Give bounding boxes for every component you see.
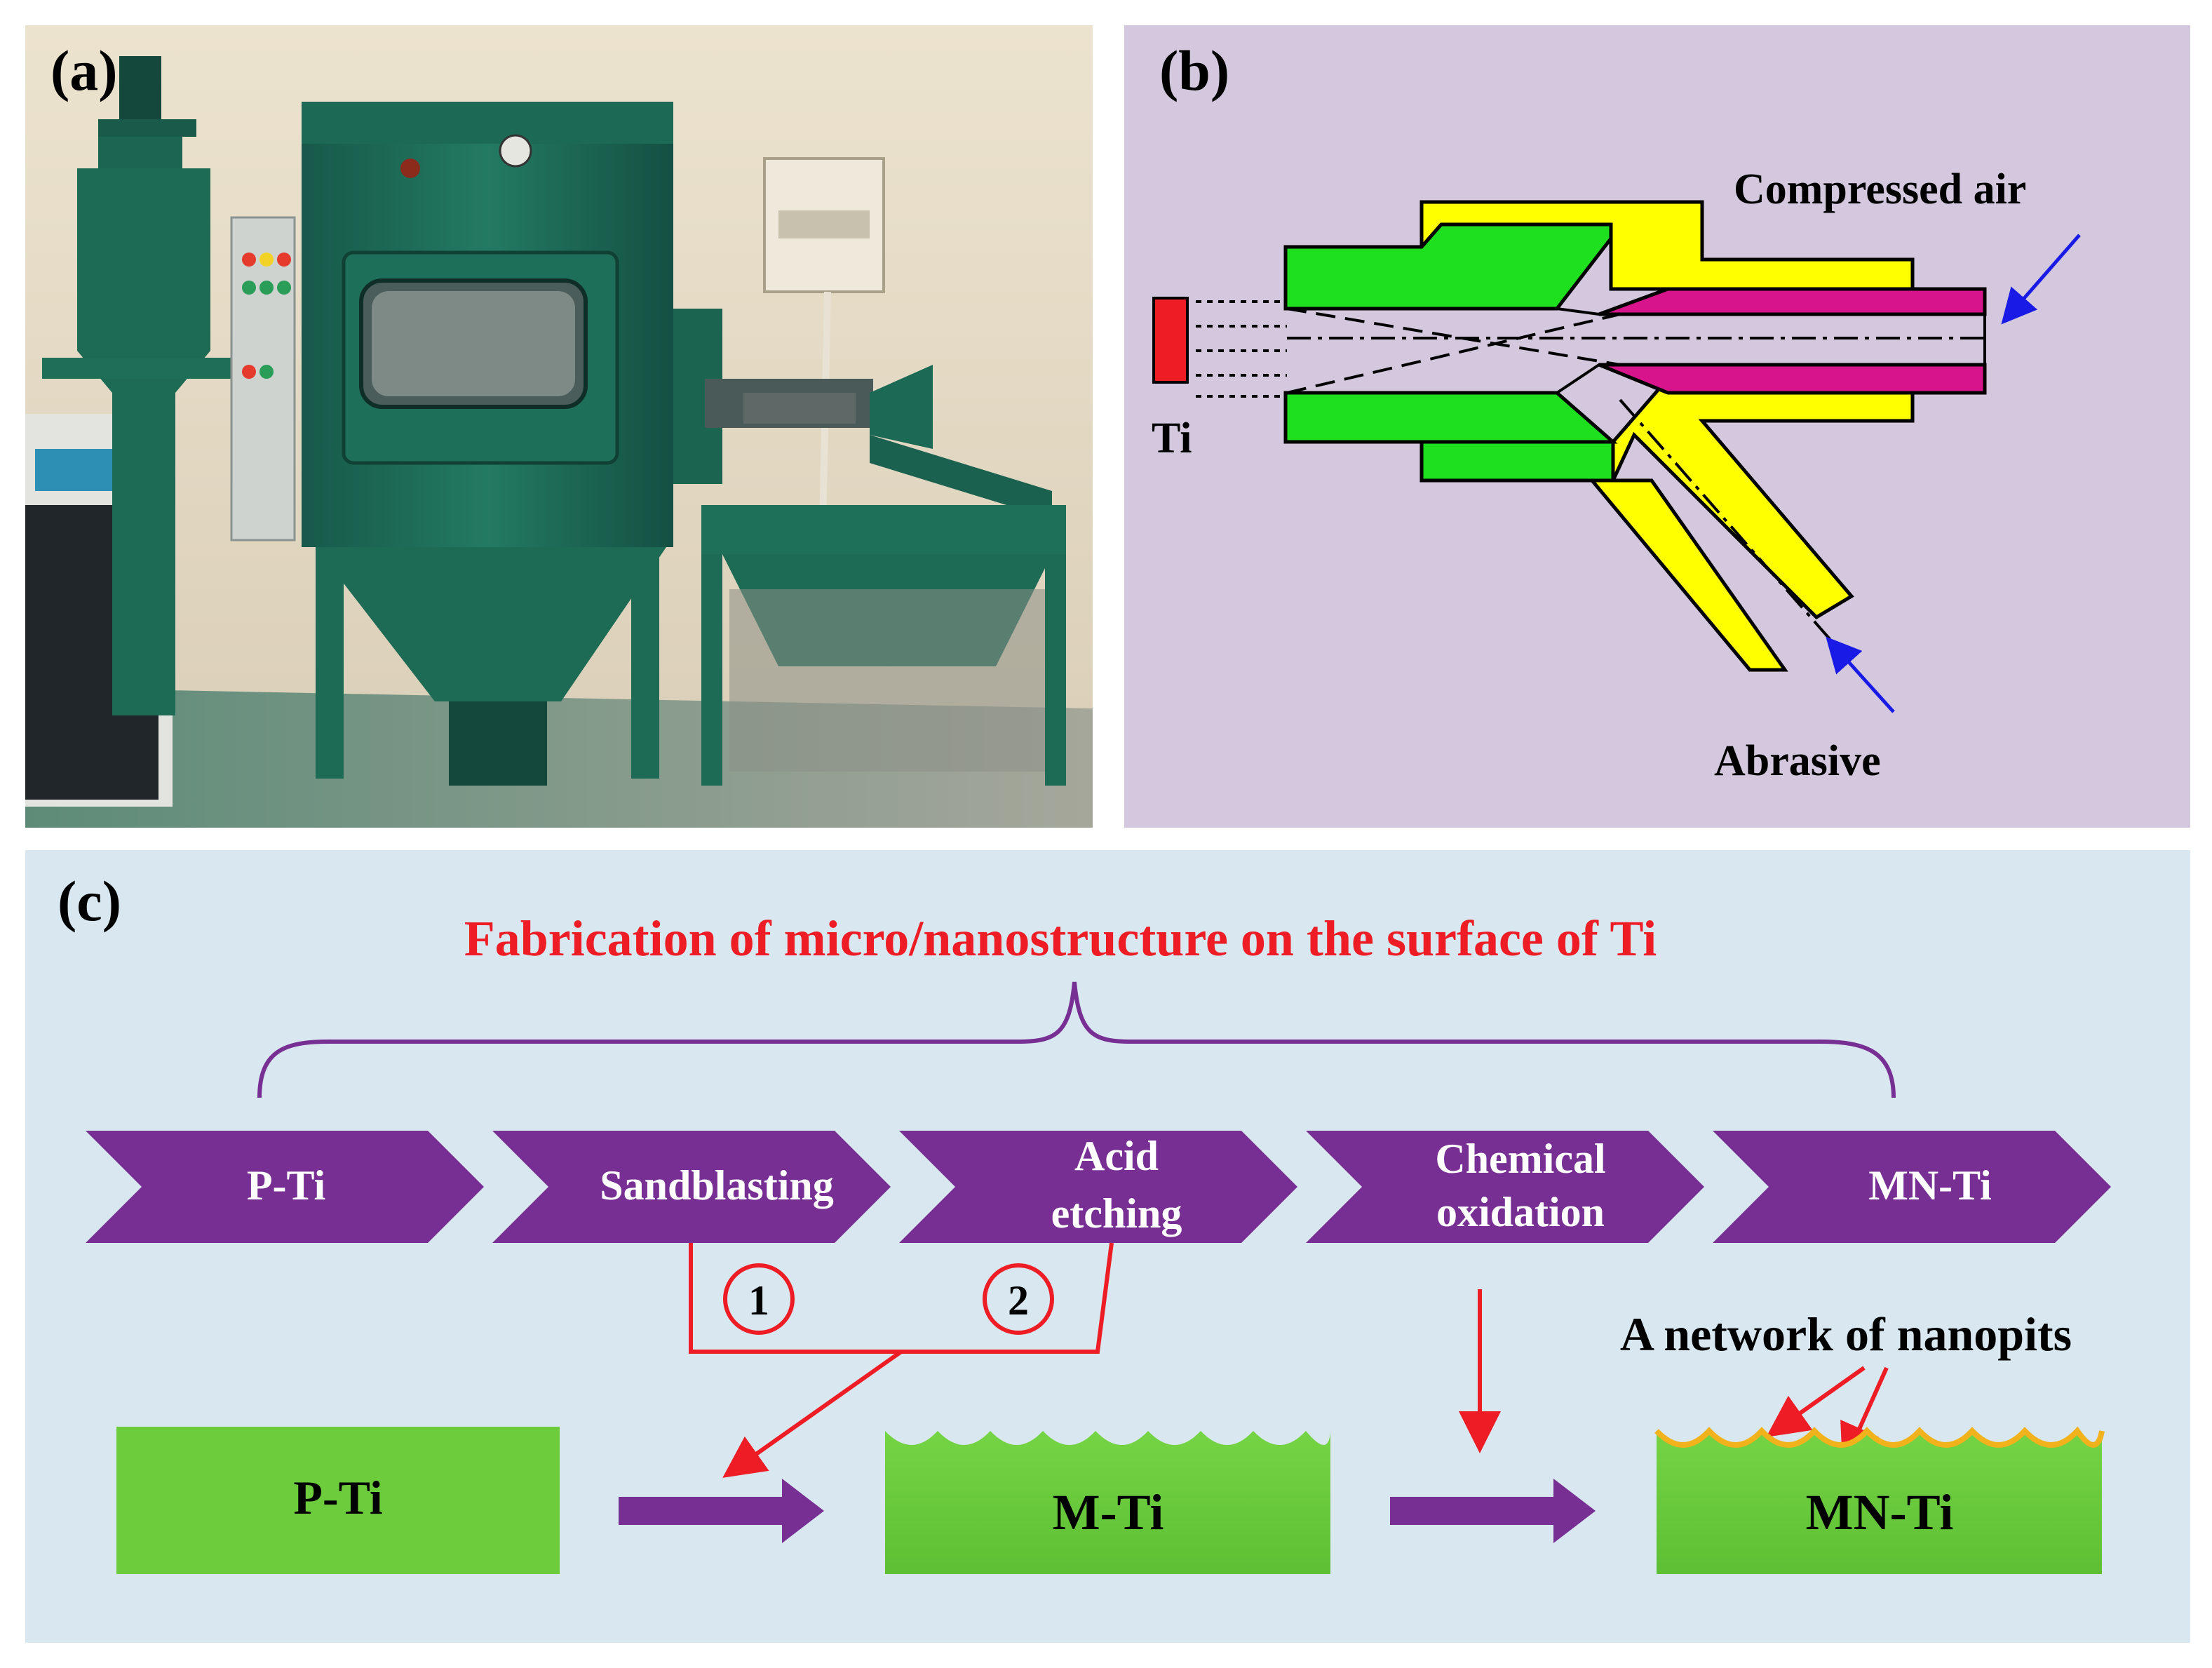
step-label-acid: Acid [1074, 1133, 1159, 1179]
route-arrow-to-m-ti [722, 1350, 903, 1478]
step-chevron-chemical-oxidation [1306, 1131, 1704, 1243]
transition-arrow-2 [1390, 1479, 1596, 1543]
abrasive-label: Abrasive [1714, 737, 1881, 785]
step-label-mn-ti: MN-Ti [1868, 1162, 1992, 1209]
panel-a-label: (a) [50, 39, 118, 102]
route-marker-2-text: 2 [1008, 1277, 1029, 1324]
panel-b-nozzle-diagram: (b) Compressed air Ti Abrasive [1124, 25, 2190, 828]
route-marker-1-text: 1 [748, 1277, 769, 1324]
magenta-air-tube-top [1598, 287, 1987, 316]
abrasive-arrow [1826, 636, 1895, 713]
step-chevron-mn-ti [1713, 1131, 2111, 1243]
panel-a-photo [25, 25, 1093, 828]
block-m-ti [885, 1431, 1330, 1574]
block-mn-ti [1657, 1431, 2102, 1574]
compressed-air-label: Compressed air [1734, 166, 2026, 213]
step-chevron-sandblasting [492, 1131, 891, 1243]
panel-c-process-flow: (c) Fabrication of micro/nanostructure o… [25, 850, 2190, 1643]
block-mn-ti-label: MN-Ti [1806, 1484, 1954, 1540]
nanopits-label: A network of nanopits [1620, 1307, 2072, 1361]
step-chevron-acid-etching [899, 1131, 1297, 1243]
step-label-etching: etching [1051, 1190, 1182, 1237]
magenta-air-tube-bottom [1598, 363, 1987, 395]
ti-target [1152, 297, 1189, 384]
panel-b-label: (b) [1159, 39, 1229, 102]
block-p-ti-label: P-Ti [293, 1471, 382, 1524]
nozzle-bore-outline [1286, 307, 1986, 394]
process-brace [257, 981, 1896, 1098]
route-marker-1 [723, 1263, 795, 1335]
step-label-chemical: Chemical [1435, 1136, 1605, 1182]
ti-label: Ti [1152, 415, 1192, 462]
panel-c-label: (c) [58, 869, 121, 933]
block-p-ti [116, 1427, 560, 1574]
step-label-sandblasting: Sandblasting [600, 1162, 834, 1209]
step-label-p-ti: P-Ti [247, 1162, 325, 1209]
step-label-oxidation: oxidation [1436, 1189, 1605, 1235]
green-nozzle-bottom [1283, 391, 1618, 483]
transition-arrow-1 [619, 1479, 824, 1543]
nanopit-layer [1654, 1426, 2105, 1448]
abrasive-axis-line [1619, 398, 1846, 657]
step-chevron-p-ti [86, 1131, 484, 1243]
route-marker-2 [983, 1263, 1054, 1335]
panel-c-title: Fabrication of micro/nanostructure on th… [464, 910, 1657, 967]
block-m-ti-label: M-Ti [1053, 1484, 1164, 1540]
nanopits-arrow-1 [1766, 1366, 1866, 1437]
route-connector [689, 1242, 1114, 1354]
compressed-air-arrow [2001, 234, 2081, 325]
